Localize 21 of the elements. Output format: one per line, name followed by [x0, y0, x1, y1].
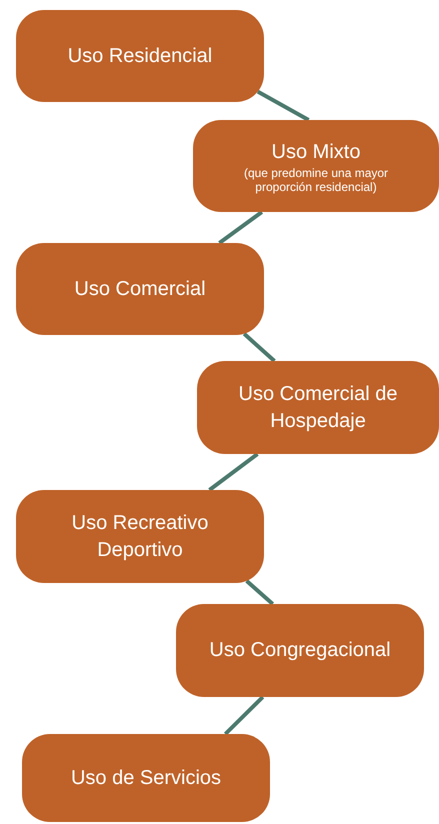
box-title: Uso Congregacional — [209, 638, 391, 663]
rounded-box — [16, 10, 264, 102]
connector-line — [242, 332, 276, 362]
connector-line — [256, 90, 310, 122]
rounded-box — [16, 243, 264, 335]
connector-line — [245, 579, 274, 606]
box-title: Uso Residencial — [68, 44, 212, 68]
connector-line — [208, 452, 259, 492]
box-title: Uso Comercial — [74, 276, 206, 302]
connector-line — [224, 696, 264, 736]
box-title: Uso Recreativo Deportivo — [70, 510, 210, 562]
rounded-box — [16, 490, 264, 583]
box-title: Uso de Servicios — [70, 766, 222, 790]
connector-line — [218, 210, 264, 245]
rounded-box — [193, 120, 439, 212]
box-title: Uso Mixto — [272, 140, 360, 164]
rounded-box — [22, 734, 270, 822]
box-title: Uso Comercial de Hospedaje — [238, 382, 398, 434]
box-note: (que predomine una mayor proporción residencial) — [242, 166, 390, 194]
rounded-box — [197, 361, 439, 454]
rounded-box — [176, 604, 424, 697]
